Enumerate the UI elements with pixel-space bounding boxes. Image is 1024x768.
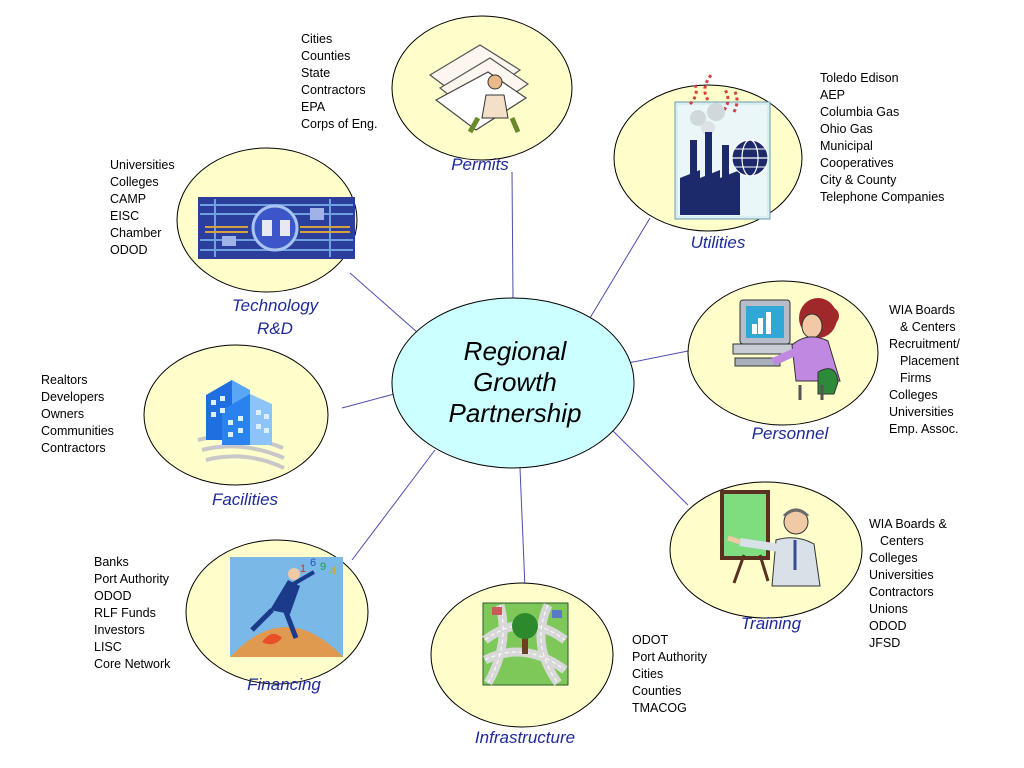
stakeholder-item: WIA Boards xyxy=(889,303,955,317)
connector-financing xyxy=(351,449,436,561)
stakeholder-item: ODOD xyxy=(869,619,907,633)
connector-training xyxy=(611,429,689,506)
stakeholder-item: Port Authority xyxy=(632,650,708,664)
stakeholder-item: Municipal xyxy=(820,139,873,153)
stakeholder-item: Developers xyxy=(41,390,105,404)
stakeholder-item: Centers xyxy=(880,534,924,548)
stakeholders-facilities: Realtors Developers Owners Communities C… xyxy=(41,372,114,457)
center-node xyxy=(391,297,635,469)
computer-worker-icon xyxy=(732,298,841,400)
office-buildings-icon xyxy=(197,380,285,470)
connector-facilities xyxy=(341,392,399,409)
stakeholder-item: AEP xyxy=(820,88,846,102)
stakeholder-item: Universities xyxy=(889,405,954,419)
stakeholder-item: Colleges xyxy=(110,175,159,189)
stakeholders-utilities: Toledo Edison AEP Columbia Gas Ohio Gas … xyxy=(820,70,944,206)
stakeholder-item: TMACOG xyxy=(632,701,687,715)
stakeholder-item: Ohio Gas xyxy=(820,122,873,136)
stakeholder-item: & Centers xyxy=(900,320,956,334)
stakeholder-item: Unions xyxy=(869,602,908,616)
stakeholder-item: Colleges xyxy=(889,388,938,402)
stakeholder-item: ODOT xyxy=(632,633,669,647)
stakeholder-item: EPA xyxy=(301,100,326,114)
runner-numbers-icon: 1 6 9 4 xyxy=(230,557,343,657)
stakeholder-item: Emp. Assoc. xyxy=(889,422,959,436)
stakeholder-item: City & County xyxy=(820,173,897,187)
label-technology-line: Technology xyxy=(231,296,319,315)
connector-utilities xyxy=(589,217,651,319)
center-title-line: Regional xyxy=(463,336,567,366)
stakeholder-item: Columbia Gas xyxy=(820,105,900,119)
label-utilities: Utilities xyxy=(690,233,746,252)
label-training: Training xyxy=(740,614,802,633)
stakeholder-item: Recruitment/ xyxy=(889,337,960,351)
stakeholder-item: EISC xyxy=(110,209,140,223)
stakeholder-item: Telephone Companies xyxy=(820,190,945,204)
stakeholder-item: JFSD xyxy=(869,636,901,650)
stakeholder-item: Contractors xyxy=(301,83,366,97)
connector-permits xyxy=(511,171,514,299)
center-title-line: Growth xyxy=(473,367,557,397)
teacher-board-icon xyxy=(720,490,821,587)
stakeholders-personnel: WIA Boards & Centers Recruitment/ Placem… xyxy=(889,302,960,438)
stakeholder-item: Firms xyxy=(900,371,932,385)
stakeholder-item: Universities xyxy=(110,158,175,172)
stakeholder-item: Toledo Edison xyxy=(820,71,899,85)
center-title-line: Partnership xyxy=(448,398,582,428)
stakeholder-item: RLF Funds xyxy=(94,606,156,620)
stakeholder-item: Realtors xyxy=(41,373,88,387)
stakeholder-item: State xyxy=(301,66,331,80)
stakeholders-infrastructure: ODOT Port Authority Cities Counties TMAC… xyxy=(632,632,707,717)
label-technology: Technology R&D xyxy=(210,294,340,340)
svg-text:6: 6 xyxy=(310,557,316,569)
stakeholder-item: LISC xyxy=(94,640,122,654)
svg-text:9: 9 xyxy=(320,561,326,573)
stakeholder-item: Cooperatives xyxy=(820,156,894,170)
stakeholder-item: Cities xyxy=(301,32,333,46)
stakeholder-item: ODOD xyxy=(94,589,132,603)
connector-personnel xyxy=(627,350,689,364)
connector-technology xyxy=(349,272,419,334)
stakeholder-item: Owners xyxy=(41,407,85,421)
stakeholder-item: Banks xyxy=(94,555,129,569)
stakeholder-item: Colleges xyxy=(869,551,918,565)
svg-text:1: 1 xyxy=(300,563,306,575)
stakeholders-technology: Universities Colleges CAMP EISC Chamber … xyxy=(110,157,175,259)
papers-icon xyxy=(428,44,530,134)
label-financing: Financing xyxy=(247,675,321,694)
svg-text:4: 4 xyxy=(330,565,336,577)
stakeholder-item: Port Authority xyxy=(94,572,170,586)
stakeholder-item: Placement xyxy=(900,354,960,368)
circuit-board-icon xyxy=(198,197,355,259)
stakeholder-item: Corps of Eng. xyxy=(301,117,378,131)
stakeholder-item: Investors xyxy=(94,623,145,637)
stakeholder-item: ODOD xyxy=(110,243,148,257)
center-title: Regional Growth Partnership xyxy=(395,336,635,429)
stakeholder-item: Counties xyxy=(301,49,351,63)
stakeholder-item: Contractors xyxy=(869,585,934,599)
stakeholder-item: Cities xyxy=(632,667,664,681)
connector-infrastructure xyxy=(519,467,526,589)
label-permits: Permits xyxy=(451,155,509,174)
stakeholder-item: WIA Boards & xyxy=(869,517,947,531)
stakeholder-item: Communities xyxy=(41,424,114,438)
stakeholders-financing: Banks Port Authority ODOD RLF Funds Inve… xyxy=(94,554,170,673)
label-technology-line: R&D xyxy=(257,319,293,338)
stakeholder-item: CAMP xyxy=(110,192,147,206)
connectors xyxy=(341,171,689,589)
stakeholder-item: Chamber xyxy=(110,226,162,240)
stakeholders-permits: Cities Counties State Contractors EPA Co… xyxy=(301,31,377,133)
stakeholders-training: WIA Boards & Centers Colleges Universiti… xyxy=(869,516,947,652)
stakeholder-item: Universities xyxy=(869,568,934,582)
stakeholder-item: Core Network xyxy=(94,657,171,671)
roads-tree-icon xyxy=(482,602,569,686)
label-personnel: Personnel xyxy=(751,424,829,443)
factory-globe-icon xyxy=(674,73,771,220)
label-facilities: Facilities xyxy=(211,490,279,509)
label-infrastructure: Infrastructure xyxy=(474,728,576,747)
stakeholder-item: Contractors xyxy=(41,441,106,455)
stakeholder-item: Counties xyxy=(632,684,682,698)
